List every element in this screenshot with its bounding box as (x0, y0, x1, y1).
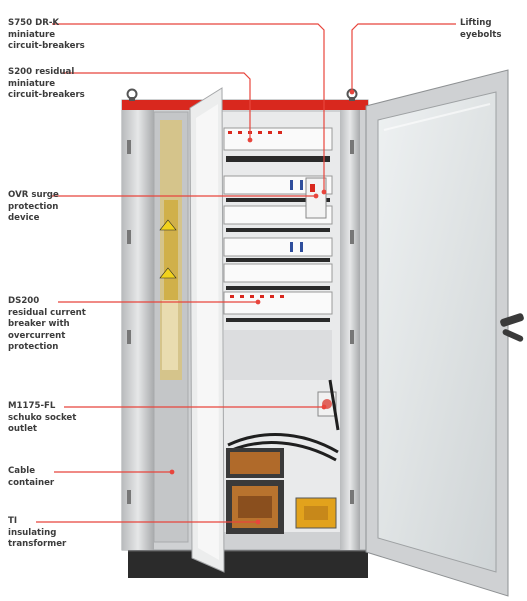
left-frame-post (122, 110, 154, 550)
label-m1175: M1175-FL schuko socket outlet (8, 401, 77, 434)
cabinet-plinth (128, 548, 368, 578)
label-ovr: OVR surge protection device (8, 190, 59, 223)
top-red-strip (122, 100, 368, 110)
label-s200: S200 residual miniature circuit-breakers (8, 67, 85, 100)
door-handle (500, 313, 524, 327)
label-lifting: Lifting eyebolts (460, 18, 502, 40)
leader-s750 (52, 23, 325, 192)
leader-lines (36, 23, 456, 525)
leader-s200 (62, 72, 251, 140)
label-cable: Cable container (8, 466, 55, 488)
leader-lifting (351, 23, 456, 92)
insulating-transformer (226, 448, 284, 534)
label-ti: TI insulating transformer (8, 516, 67, 549)
label-s750: S750 DR-K miniature circuit-breakers (8, 18, 85, 51)
label-ds200: DS200 residual current breaker with over… (8, 296, 86, 352)
breaker-rows (223, 127, 333, 322)
lifting-eyebolts (126, 88, 358, 100)
cable-bundle (227, 379, 340, 462)
